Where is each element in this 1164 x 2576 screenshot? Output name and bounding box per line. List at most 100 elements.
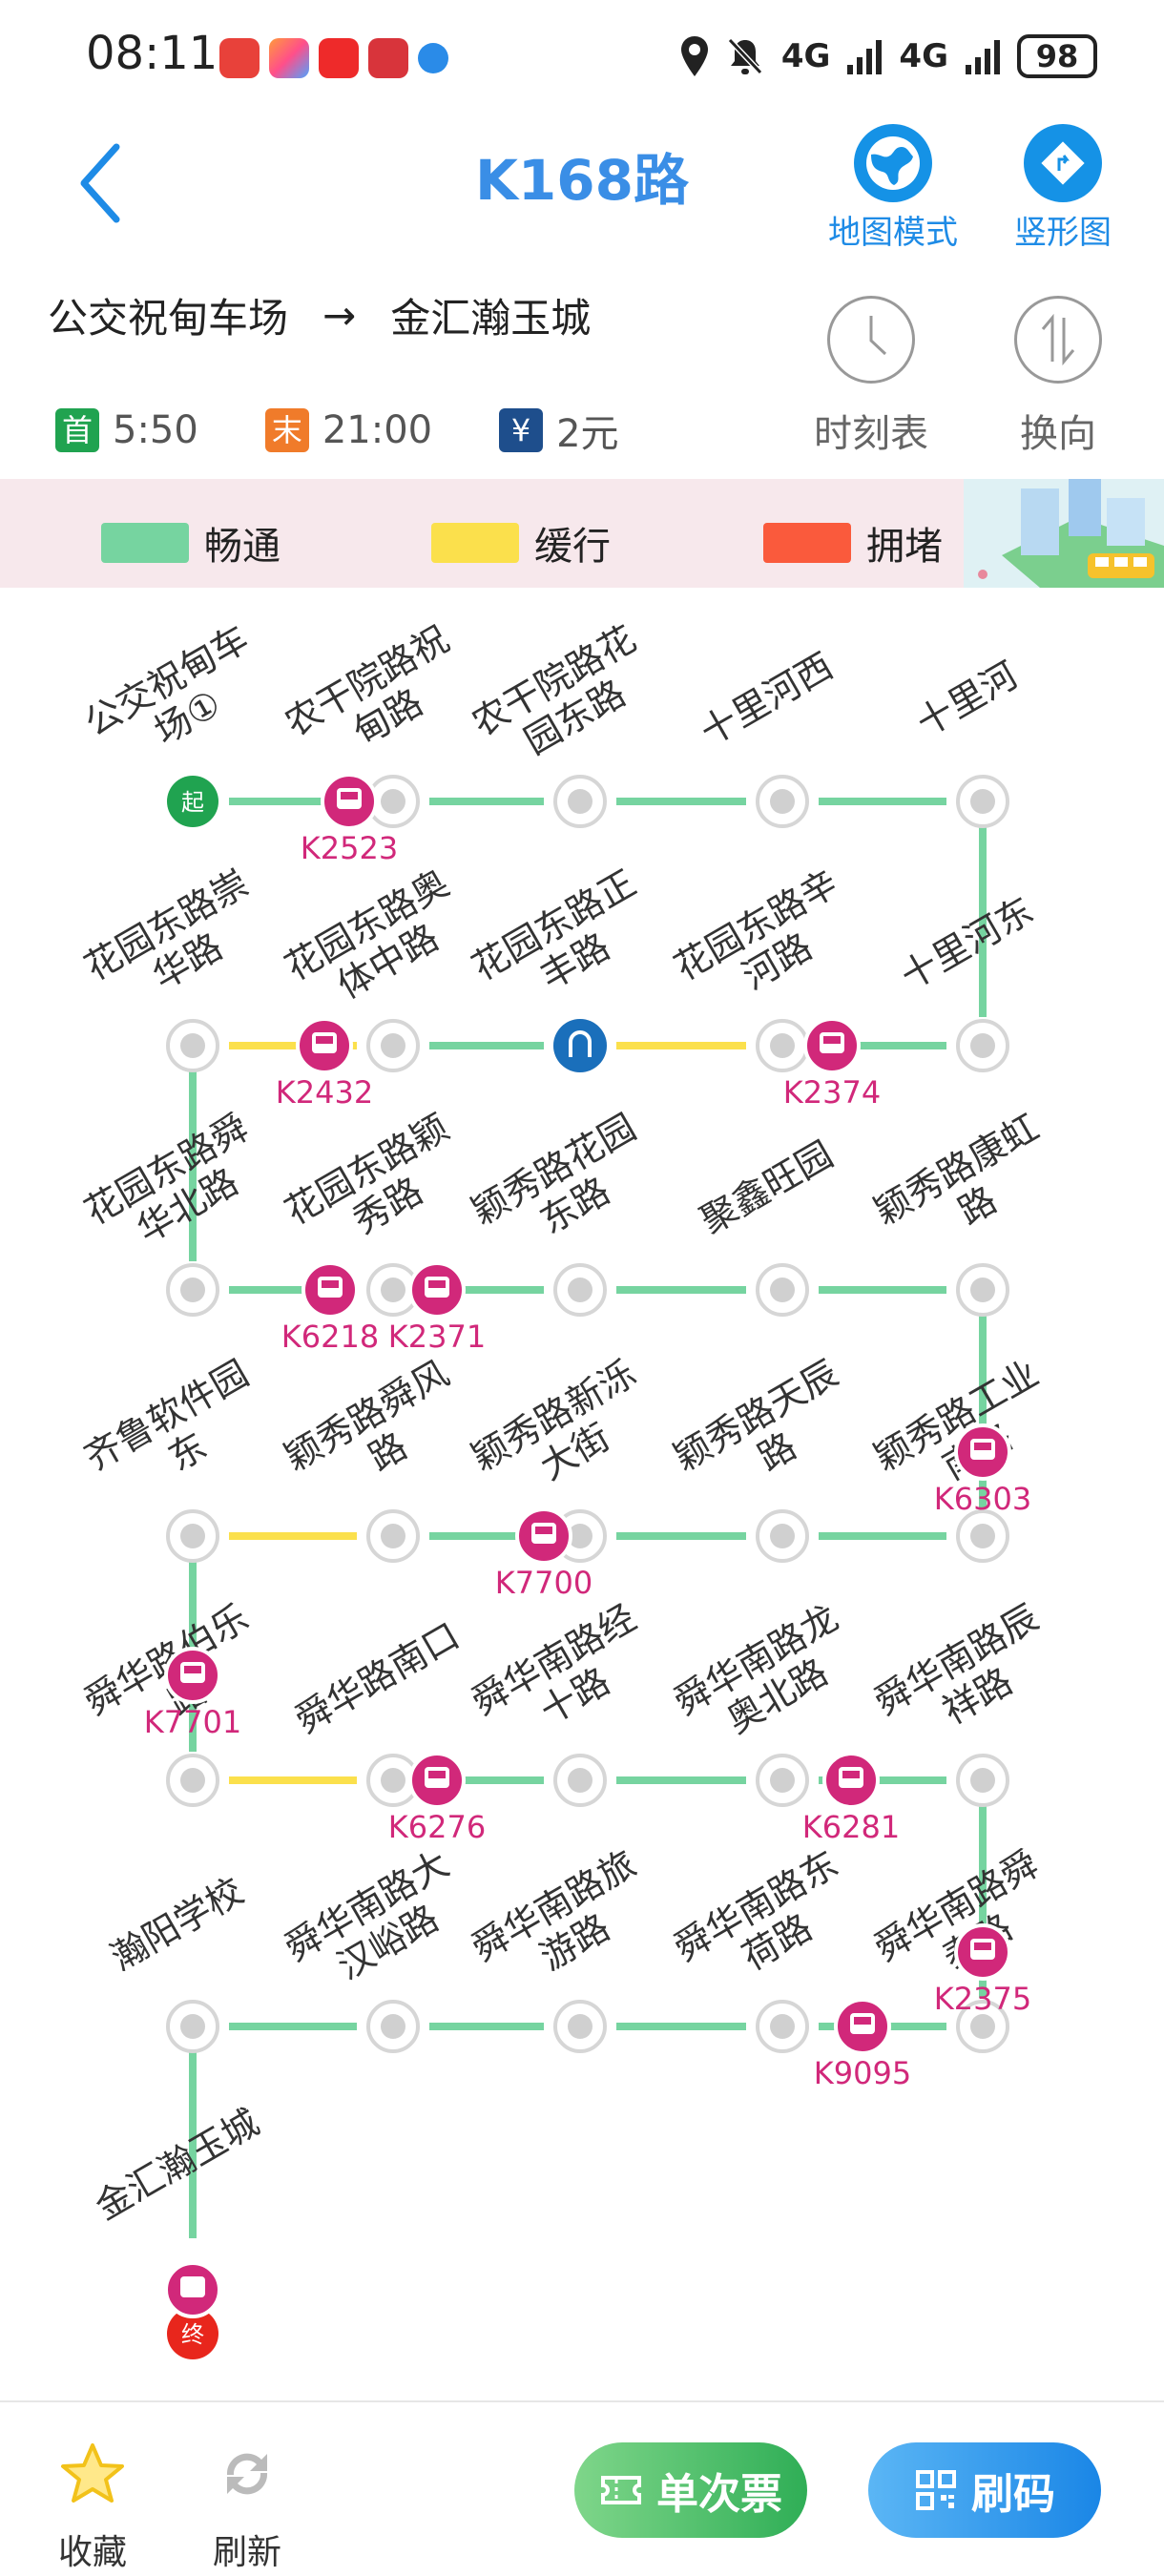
vertical-view-button[interactable]: 竖形图 [987, 124, 1139, 253]
station-dot-inner [180, 2014, 205, 2039]
station-dot-inner [770, 789, 795, 814]
signal-2: 4G [899, 37, 948, 75]
timetable-button[interactable]: 时刻表 [800, 296, 943, 458]
fare: ¥ 2元 [499, 403, 619, 458]
station-dot-inner [568, 789, 592, 814]
globe-icon [854, 124, 932, 202]
station-dot-inner [381, 1524, 405, 1548]
station-label: 公交祝甸车场① [77, 617, 277, 780]
status-indicators: 4G 4G 98 [680, 34, 1097, 78]
station-label: 舜华南路东荷路 [667, 1842, 866, 2005]
legend-swatch [431, 523, 519, 563]
station-label: 花园东路奥体中路 [278, 862, 477, 1025]
legend-label: 畅通 [204, 525, 281, 569]
first-badge: 首 [55, 408, 99, 452]
last-badge: 末 [264, 408, 309, 452]
bus-icon-window [823, 1036, 841, 1044]
bus-label: K6218 [281, 1319, 379, 1355]
station-dot-inner [180, 1768, 205, 1793]
legend-jam: 拥堵 [763, 515, 943, 571]
station-dot-inner [381, 1278, 405, 1302]
mute-bell-icon [727, 37, 763, 75]
station-dot-inner [568, 2014, 592, 2039]
status-bar: 08:11 4G 4G 98 [0, 0, 1164, 114]
station-label: 颖秀路花园东路 [465, 1106, 664, 1269]
single-ticket-button[interactable]: 单次票 [574, 2442, 807, 2538]
back-button[interactable] [73, 134, 130, 229]
refresh-label: 刷新 [212, 2533, 281, 2572]
refresh-button[interactable]: 刷新 [195, 2441, 300, 2574]
last-bus: 末 21:00 [264, 408, 432, 452]
notification-icons [219, 38, 448, 78]
favorite-label: 收藏 [57, 2533, 127, 2572]
fare-badge: ¥ [499, 408, 544, 452]
station-label: 花园东路正丰路 [465, 862, 664, 1025]
bus-icon-window [974, 1443, 991, 1450]
station-dot-inner [970, 1278, 995, 1302]
station-label: 花园东路颖秀路 [278, 1106, 477, 1269]
favorite-button[interactable]: 收藏 [40, 2441, 145, 2574]
traffic-legend: 畅通 缓行 拥堵 [0, 479, 1164, 588]
station-dot-inner [381, 1033, 405, 1058]
first-time: 5:50 [113, 408, 198, 452]
scan-code-button[interactable]: 刷码 [868, 2442, 1101, 2538]
station-label: 十里河 [909, 654, 1025, 744]
city-illustration [964, 479, 1164, 588]
legend-slow: 缓行 [431, 515, 611, 571]
fare-value: 2元 [556, 412, 619, 456]
bus-icon-window [428, 1771, 446, 1778]
chevron-left-icon [80, 143, 120, 223]
bus-icon-window [322, 1280, 339, 1288]
station-label: 齐鲁软件园东 [77, 1352, 277, 1515]
signal-bars-icon [966, 40, 1000, 74]
bus-label: K7701 [144, 1704, 241, 1740]
station-label: 十里河西 [694, 645, 841, 754]
signal-1: 4G [780, 37, 831, 75]
status-time: 08:11 [86, 27, 218, 80]
bus-label: K2375 [934, 1981, 1031, 2017]
station-dot-inner [970, 1768, 995, 1793]
route-map-svg: 公交祝甸车场①起农干院路祝甸路农干院路花园东路十里河西十里河十里河东花园东路辛河… [77, 617, 1046, 2359]
timetable-label: 时刻表 [814, 412, 928, 456]
bus-icon-window [854, 2017, 871, 2025]
station-label: 十里河东 [894, 889, 1041, 998]
map-mode-label: 地图模式 [828, 214, 958, 252]
station-label: 舜华路南口 [288, 1614, 467, 1741]
bus-icon-window [316, 1036, 333, 1044]
station-dot-inner [970, 1524, 995, 1548]
app-notification-icon [219, 38, 260, 78]
app-notification-icon [319, 38, 359, 78]
single-ticket-label: 单次票 [656, 2470, 782, 2519]
reverse-direction-button[interactable]: 换向 [987, 296, 1130, 458]
station-dot-inner [381, 2014, 405, 2039]
bottom-bar: 收藏 刷新 单次票 刷码 [0, 2400, 1164, 2576]
station-label: 花园东路舜华北路 [77, 1106, 277, 1269]
bus-icon-window [974, 1942, 991, 1950]
station-dot-inner [180, 1033, 205, 1058]
top-nav: K168路 地图模式 竖形图 [0, 114, 1164, 267]
station-dot-inner [770, 2014, 795, 2039]
bus-label: K7700 [495, 1565, 592, 1601]
station-label: 颖秀路新泺大街 [465, 1352, 664, 1515]
map-mode-button[interactable]: 地图模式 [817, 124, 969, 253]
station-dot-inner [180, 1524, 205, 1548]
bus-label: K2374 [783, 1074, 881, 1111]
bus-icon-window [184, 1666, 201, 1673]
route-to: 金汇瀚玉城 [390, 295, 592, 342]
legend-label: 拥堵 [866, 525, 943, 569]
station-dot-inner [970, 1033, 995, 1058]
station-label: 农干院路祝甸路 [278, 617, 477, 780]
app-notification-icon [418, 43, 448, 73]
metro-icon-glyph [569, 1030, 592, 1057]
reverse-label: 换向 [1020, 412, 1096, 456]
bus-icon-window [535, 1527, 552, 1534]
bus-icon-window [428, 1280, 446, 1288]
route-from: 公交祝甸车场 [48, 295, 289, 342]
station-dot-inner [970, 2014, 995, 2039]
app-notification-icon [368, 38, 408, 78]
station-dot-inner [568, 1524, 592, 1548]
station-label: 金汇瀚玉城 [88, 2101, 266, 2228]
vertical-view-label: 竖形图 [1014, 214, 1112, 252]
end-label: 终 [181, 2321, 204, 2348]
